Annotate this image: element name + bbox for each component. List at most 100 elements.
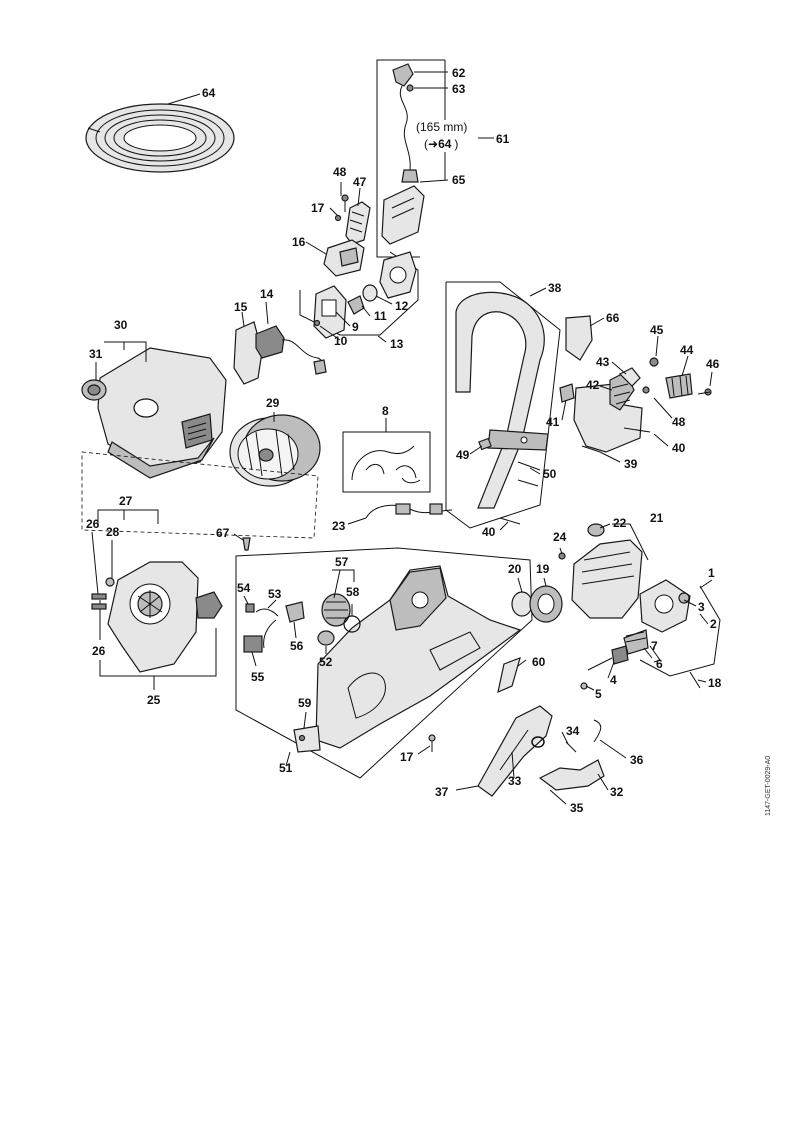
callout: 19 xyxy=(536,562,550,576)
callout: 10 xyxy=(334,334,348,348)
callout: 56 xyxy=(290,639,304,653)
callout: 39 xyxy=(624,457,638,471)
callout: 30 xyxy=(114,318,128,332)
callout: 21 xyxy=(650,511,664,525)
callout: 43 xyxy=(596,355,610,369)
callout: 28 xyxy=(106,525,120,539)
callout-labels: 64 62 63 61 65 48 47 17 16 15 14 13 12 1… xyxy=(86,66,722,815)
callout: 54 xyxy=(237,581,251,595)
parts-14-15-ignition-module xyxy=(233,321,327,385)
group-8-hoses xyxy=(342,431,431,493)
callout: 31 xyxy=(89,347,103,361)
callout: 32 xyxy=(610,785,624,799)
callout: 52 xyxy=(319,655,333,669)
callout: 40 xyxy=(482,525,496,539)
callout: 41 xyxy=(546,415,560,429)
note-paren-open: ( xyxy=(424,137,428,151)
parts-40-49-50-handle-bolts xyxy=(478,437,541,525)
callout: 29 xyxy=(266,396,280,410)
callout: 11 xyxy=(374,309,387,323)
callout: 2 xyxy=(710,617,717,631)
group-61-fuel-pickup xyxy=(376,59,446,258)
parts-32-36-throttle xyxy=(538,719,605,791)
group-1-oil-pump xyxy=(580,579,721,690)
callout: 6 xyxy=(656,657,663,671)
callout: 53 xyxy=(268,587,282,601)
callout: 26 xyxy=(92,644,106,658)
callout: 37 xyxy=(435,785,449,799)
leader-lines xyxy=(91,71,713,805)
callout: 27 xyxy=(119,494,133,508)
callout: 57 xyxy=(335,555,349,569)
svg-text:(➜64): (➜64) xyxy=(424,137,458,151)
parts-19-20-intake xyxy=(511,585,563,623)
callout: 49 xyxy=(456,448,470,462)
parts-16-17-47-48-linkage xyxy=(323,194,371,277)
callout: 17 xyxy=(311,201,325,215)
callout: 40 xyxy=(672,441,686,455)
callout: 60 xyxy=(532,655,546,669)
callout: 47 xyxy=(353,175,367,189)
callout: 67 xyxy=(216,526,230,540)
part-38-front-handle xyxy=(445,281,561,529)
callout: 9 xyxy=(352,320,359,334)
callout: 16 xyxy=(292,235,306,249)
parts-39-46-66-antivibration xyxy=(559,315,712,453)
reference-arrow-icon: ➜ xyxy=(428,137,438,151)
callout: 64 xyxy=(202,86,216,100)
callout: 46 xyxy=(706,357,720,371)
callout: 61 xyxy=(496,132,510,146)
callout: 7 xyxy=(651,639,658,653)
callout: 22 xyxy=(613,516,627,530)
callout: 23 xyxy=(332,519,346,533)
callout: 24 xyxy=(553,530,567,544)
parts-33-37-rear-handle xyxy=(477,705,553,797)
callout: 34 xyxy=(566,724,580,738)
group-25-fan-housing xyxy=(91,561,223,677)
part-30-top-cover xyxy=(81,347,227,479)
callout: 15 xyxy=(234,300,248,314)
callout: 14 xyxy=(260,287,274,301)
part-67-screw xyxy=(242,537,251,551)
note-paren-close: ) xyxy=(454,137,458,151)
callout: 20 xyxy=(508,562,522,576)
callout: 35 xyxy=(570,801,584,815)
document-id: 1147-GET-0029-A0 xyxy=(765,756,772,816)
callout: 5 xyxy=(595,687,602,701)
callout: 13 xyxy=(390,337,404,351)
callout: 58 xyxy=(346,585,360,599)
group-51-crankcase xyxy=(235,547,533,779)
callout: 59 xyxy=(298,696,312,710)
callout: 12 xyxy=(395,299,409,313)
part-60-guide-plate xyxy=(497,657,521,694)
callout: 62 xyxy=(452,66,466,80)
callout: 51 xyxy=(279,761,293,775)
callout: 42 xyxy=(586,378,600,392)
callout: 66 xyxy=(606,311,620,325)
reference-part: 64 xyxy=(438,137,452,151)
callout: 50 xyxy=(543,467,557,481)
callout: 17 xyxy=(400,750,414,764)
callout: 26 xyxy=(86,517,100,531)
callout: 65 xyxy=(452,173,466,187)
callout: 25 xyxy=(147,693,161,707)
fuel-line-length: (165 mm) xyxy=(416,120,467,134)
callout: 44 xyxy=(680,343,694,357)
callout: 45 xyxy=(650,323,664,337)
callout: 3 xyxy=(698,600,705,614)
callout: 4 xyxy=(610,673,617,687)
callout: 63 xyxy=(452,82,466,96)
callout: 1 xyxy=(708,566,715,580)
part-64-fuel-line-coil xyxy=(85,103,235,173)
callout: 8 xyxy=(382,404,389,418)
callout: 38 xyxy=(548,281,562,295)
callout: 48 xyxy=(333,165,347,179)
part-29-air-filter xyxy=(229,414,321,487)
fuel-line-length-note: (165 mm) (➜64) xyxy=(416,120,467,151)
parts-21-22-24-cylinder xyxy=(558,523,643,619)
callout: 33 xyxy=(508,774,522,788)
part-23-hose xyxy=(365,503,453,519)
callout: 18 xyxy=(708,676,722,690)
group-13-carburetor xyxy=(299,251,419,339)
